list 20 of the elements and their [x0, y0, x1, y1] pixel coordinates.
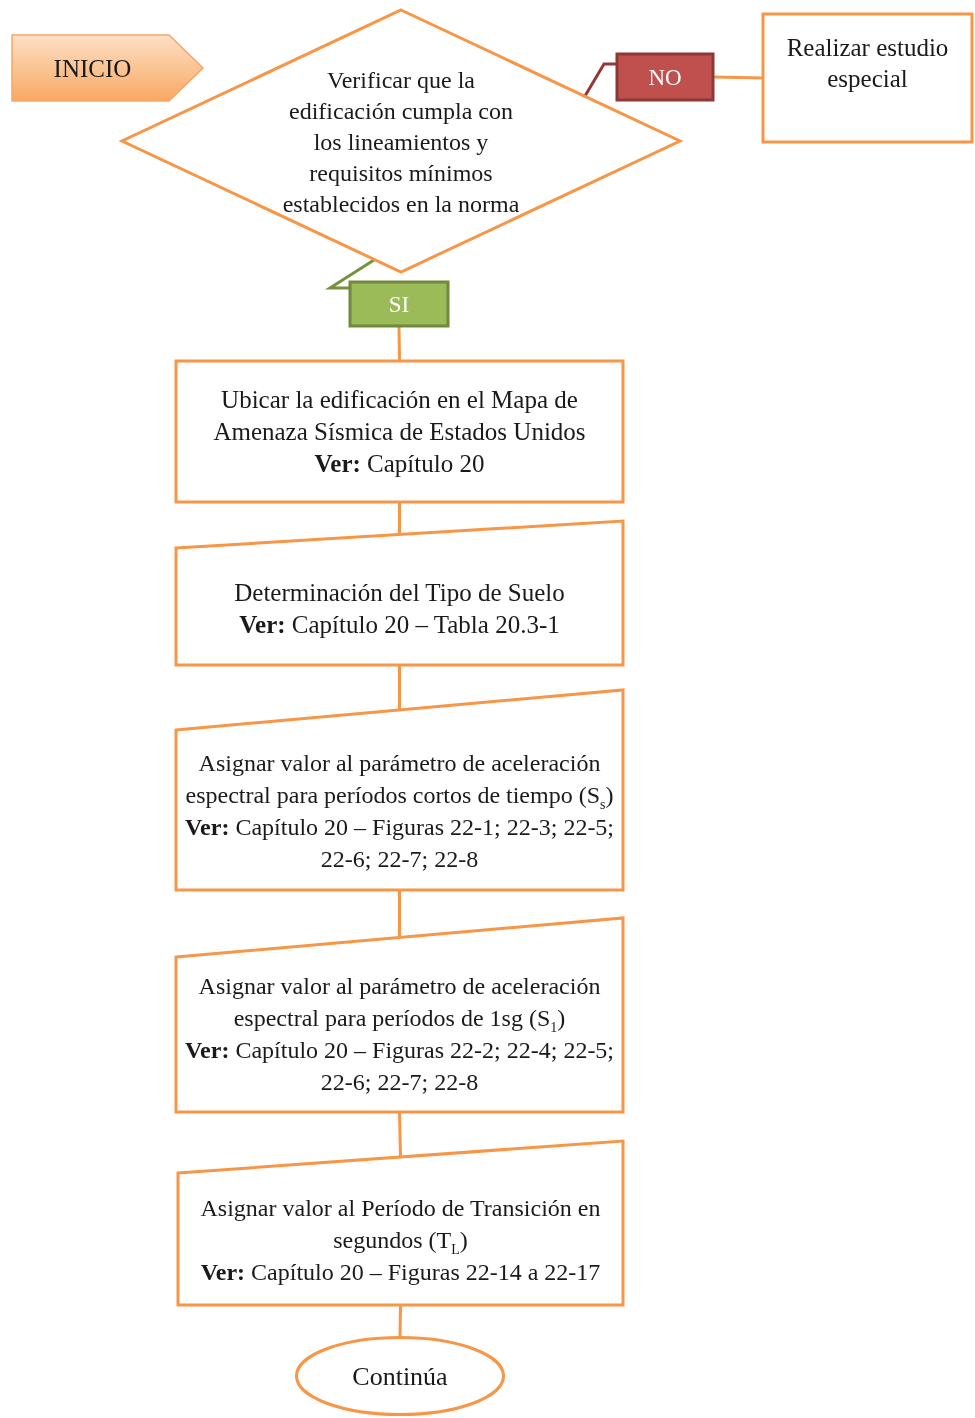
node-text: Asignar valor al parámetro de aceleración espectral para períodos de 1sg (S$_{1}$) — [197, 972, 602, 1034]
connector-line — [398, 665, 401, 710]
node-text: Ubicar la edificación en el Mapa de Amenaza Sísmica de Estados Unidos — [212, 384, 587, 447]
node-text: Verificar que la edificación cumpla con los lineamientos y requisitos mínimos establecidos en la norma — [281, 65, 521, 219]
node-text: Asignar valor al Período de Transición en segundos (T$_{L}$) — [199, 1194, 602, 1256]
node-text: Ver: Capítulo 20 – Figuras 22-2; 22-4; 22-5; 22-6; 22-7; 22-8 — [183, 1036, 616, 1097]
node-text: INICIO — [53, 53, 132, 84]
node-text: NO — [648, 63, 682, 92]
node-text: Asignar valor al parámetro de aceleración espectral para períodos cortos de tiempo (S$_{s}$) — [184, 749, 615, 811]
node-text: Ver: Capítulo 20 – Figuras 22-14 a 22-17 — [200, 1258, 601, 1287]
node-text: Ver: Capítulo 20 — [314, 448, 485, 479]
connector-line — [583, 62, 617, 97]
node-text: Determinación del Tipo de Suelo — [234, 578, 565, 608]
node-text: Realizar estudio especial — [785, 33, 950, 94]
node-text: SI — [388, 290, 410, 319]
node-text: Ver: Capítulo 20 – Figuras 22-1; 22-3; 22-5; 22-6; 22-7; 22-8 — [183, 813, 616, 874]
connector-line — [398, 890, 401, 938]
node-text: Ver: Capítulo 20 – Tabla 20.3-1 — [239, 610, 560, 640]
node-text: Continúa — [352, 1360, 448, 1392]
connector-line — [398, 502, 401, 535]
